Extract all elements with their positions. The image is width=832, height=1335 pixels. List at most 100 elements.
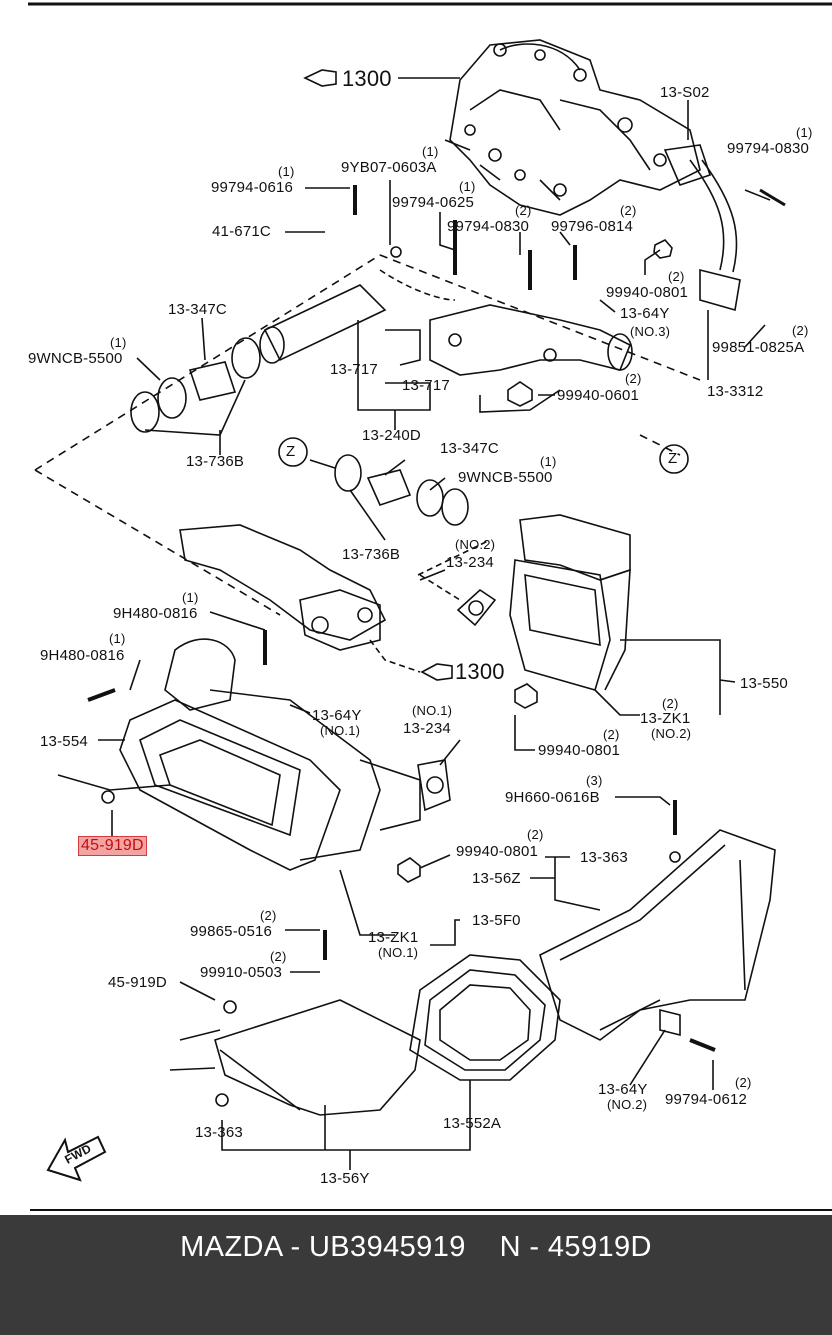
label-99794-0830-b: 99794-0830 <box>447 218 530 235</box>
upper-tube-drawing <box>263 284 387 362</box>
label-99851-0825a: 99851-0825A <box>712 339 805 356</box>
label-13-zk1-no1: 13-ZK1 <box>368 929 419 946</box>
parts-diagram: 1300 13-S02 (1) 99794-0830 (1) 9YB07-060… <box>28 2 832 1211</box>
label-13-s02: 13-S02 <box>660 84 710 101</box>
label-41-671c: 41-671C <box>212 223 271 240</box>
lower-duct-left-drawing <box>214 999 421 1116</box>
qty-13-64y-no3: (NO.3) <box>630 324 671 339</box>
qty-9yb07: (1) <box>422 144 439 159</box>
qty-9h480-b: (1) <box>109 631 126 646</box>
label-13-736b-b: 13-736B <box>342 546 401 563</box>
qty-9h480-a: (1) <box>182 590 199 605</box>
gasket-upper-drawing <box>456 588 497 627</box>
label-13-717-a: 13-717 <box>330 361 378 378</box>
label-45-919d-lower: 45-919D <box>108 974 167 991</box>
label-99940-0601: 99940-0601 <box>557 387 640 404</box>
egr-pipe-drawing <box>689 159 725 271</box>
qty-13-64y-no2: (NO.2) <box>607 1097 648 1112</box>
diagram-drawing <box>28 2 832 1211</box>
qty-13-zk1-no2: (NO.2) <box>651 726 692 741</box>
label-45-919d-highlighted[interactable]: 45-919D <box>78 836 147 856</box>
qty-99940-0801-b: (2) <box>603 727 620 742</box>
label-13-zk1-no2: 13-ZK1 <box>640 710 691 727</box>
label-13-56y: 13-56Y <box>320 1170 370 1187</box>
label-13-347c-b: 13-347C <box>440 440 499 457</box>
label-99794-0616: 99794-0616 <box>211 179 294 196</box>
qty-99865: (2) <box>260 908 277 923</box>
qty-99851: (2) <box>792 323 809 338</box>
qty-99940-0801-c: (2) <box>527 827 544 842</box>
arrow-1300-top <box>303 69 337 87</box>
qty-99794-0616: (1) <box>278 164 295 179</box>
arrow-1300-mid <box>369 639 453 681</box>
label-9wncb-5500-b: 9WNCB-5500 <box>458 469 553 486</box>
z-circle-left <box>278 437 308 467</box>
label-13-347c-a: 13-347C <box>168 301 227 318</box>
qty-99794-0830-a: (1) <box>796 125 813 140</box>
gasket-lower-drawing <box>417 759 451 812</box>
qty-99940-0601: (2) <box>625 371 642 386</box>
label-99794-0830-a: 99794-0830 <box>727 140 810 157</box>
footer-part-number: MAZDA - UB3945919 N - 45919D <box>180 1231 652 1263</box>
qty-13-zk1-no1: (NO.1) <box>378 945 419 960</box>
label-9h480-0816-a: 9H480-0816 <box>113 605 198 622</box>
lower-intercooler-drawing <box>119 699 341 871</box>
label-9wncb-5500-a: 9WNCB-5500 <box>28 350 123 367</box>
label-99794-0625: 99794-0625 <box>392 194 475 211</box>
label-9yb07-0603a: 9YB07-0603A <box>341 159 437 176</box>
footer-bar: MAZDA - UB3945919 N - 45919D <box>0 1215 832 1335</box>
label-13-64y-no2: 13-64Y <box>598 1081 648 1098</box>
qty-99796-0814: (2) <box>620 203 637 218</box>
label-13-550: 13-550 <box>740 675 788 692</box>
label-13-64y-no3: 13-64Y <box>620 305 670 322</box>
qty-99794-0612: (2) <box>735 1075 752 1090</box>
fwd-arrow-icon <box>46 1135 107 1182</box>
label-99940-0801-c: 99940-0801 <box>456 843 539 860</box>
qty-9h660: (3) <box>586 773 603 788</box>
label-9h660-0616b: 9H660-0616B <box>505 789 600 806</box>
label-1300-mid: 1300 <box>455 659 505 684</box>
label-99910-0503: 99910-0503 <box>200 964 283 981</box>
qty-99794-0625: (1) <box>459 179 476 194</box>
label-13-5f0: 13-5F0 <box>472 912 521 929</box>
label-1300-top: 1300 <box>342 66 392 91</box>
qty-13-234-no2: (NO.2) <box>455 537 496 552</box>
label-13-717-b: 13-717 <box>402 377 450 394</box>
label-13-234-no1: 13-234 <box>403 720 451 737</box>
label-z-left: Z <box>286 443 296 460</box>
label-13-363-b: 13-363 <box>195 1124 243 1141</box>
label-13-56z: 13-56Z <box>472 870 521 887</box>
air-duct-lower-drawing <box>539 829 776 1041</box>
qty-13-234-no1: (NO.1) <box>412 703 453 718</box>
z-circle-right <box>659 444 689 474</box>
label-99940-0801-b: 99940-0801 <box>538 742 621 759</box>
qty-99940-0801-a: (2) <box>668 269 685 284</box>
label-99865-0516: 99865-0516 <box>190 923 273 940</box>
label-99796-0814: 99796-0814 <box>551 218 634 235</box>
label-13-234-no2: 13-234 <box>446 554 494 571</box>
clamp-ring-drawing <box>130 391 160 433</box>
qty-9wncb-a: (1) <box>110 335 127 350</box>
qty-13-zk1-no2-count: (2) <box>662 696 679 711</box>
label-99940-0801-a: 99940-0801 <box>606 284 689 301</box>
intake-manifold-drawing <box>444 39 701 216</box>
airbox-bellows-drawing <box>409 954 561 1081</box>
label-99794-0612: 99794-0612 <box>665 1091 748 1108</box>
label-13-552a: 13-552A <box>443 1115 502 1132</box>
inlet-pipe-drawing <box>164 638 236 711</box>
mid-manifold-drawing <box>179 524 387 641</box>
label-13-64y-no1: 13-64Y <box>312 707 362 724</box>
air-pipe-upper-drawing <box>429 304 632 376</box>
label-13-3312: 13-3312 <box>707 383 764 400</box>
label-13-736b-a: 13-736B <box>186 453 245 470</box>
label-z-right: Z <box>668 450 678 467</box>
label-13-363-a: 13-363 <box>580 849 628 866</box>
qty-13-64y-no1: (NO.1) <box>320 723 361 738</box>
label-13-554: 13-554 <box>40 733 88 750</box>
hose-joint-drawing <box>188 361 237 401</box>
label-13-240d: 13-240D <box>362 427 421 444</box>
qty-99794-0830-b: (2) <box>515 203 532 218</box>
egr-flange-drawing <box>699 268 741 312</box>
qty-9wncb-b: (1) <box>540 454 557 469</box>
label-9h480-0816-b: 9H480-0816 <box>40 647 125 664</box>
